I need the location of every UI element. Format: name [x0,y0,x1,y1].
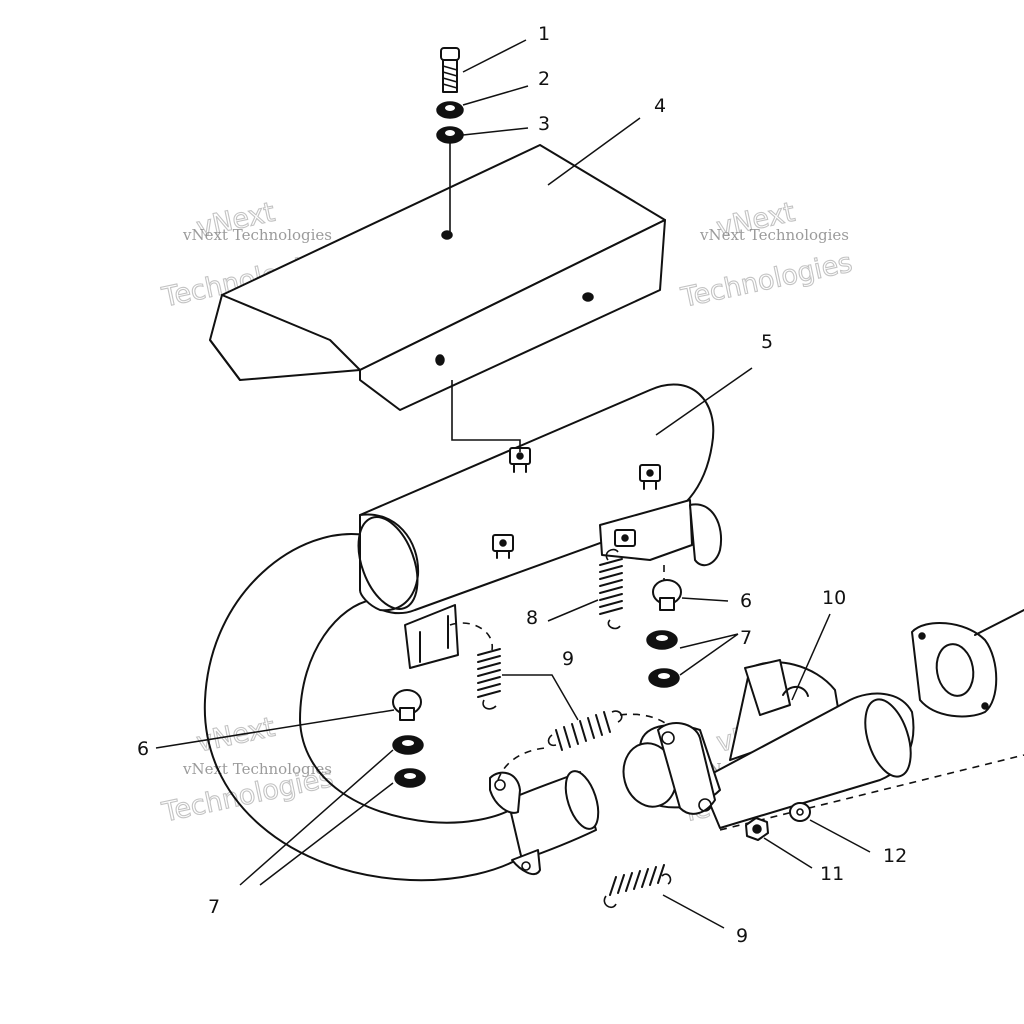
callout-labels: 1 2 3 4 5 6 6 7 7 8 9 9 10 11 12 [137,23,907,947]
grommet-left [392,689,422,721]
lock-washer [436,101,464,119]
svg-text:vNext Technologies: vNext Technologies [182,226,332,244]
nut [745,817,769,841]
leader-lines [155,39,871,929]
callout-8: 8 [526,607,538,629]
callout-6-left: 6 [137,738,149,760]
callout-12: 12 [883,845,907,867]
callout-2: 2 [538,68,550,90]
spring-left-vertical [449,622,501,710]
exhaust-pipe [203,533,600,882]
spring-lower [603,864,672,909]
washer-left-bottom [394,768,426,788]
cylinder-flange [911,609,1024,718]
bolt [440,47,460,93]
callout-7-left: 7 [208,896,220,918]
callout-9-bottom: 9 [736,925,748,947]
washer-right-bottom [648,668,680,688]
heat-shield [209,140,666,452]
spring-center [497,710,673,781]
washer-small [789,802,811,822]
grommet-right [652,579,682,611]
callout-6-right: 6 [740,590,752,612]
callout-9-top: 9 [562,648,574,670]
washer-right-top [646,630,678,650]
callout-11: 11 [820,863,844,885]
callout-3: 3 [538,113,550,135]
centerline [719,754,1024,831]
svg-text:Technologies: Technologies [678,247,855,314]
svg-text:vNext Technologies: vNext Technologies [699,226,849,244]
muffler [357,383,723,669]
spring-muffler [599,548,623,630]
callout-5: 5 [761,331,773,353]
watermark-right-top: vNext vNext Technologies Technologies [677,196,855,314]
callout-10: 10 [822,587,846,609]
washer-left-top [392,735,424,755]
callout-7-right: 7 [740,627,752,649]
flat-washer [436,126,464,144]
callout-4: 4 [654,95,666,117]
watermark-left-bottom: vNext vNext Technologies Technologies [158,711,336,829]
callout-1: 1 [538,23,550,45]
exhaust-manifold [622,659,915,829]
